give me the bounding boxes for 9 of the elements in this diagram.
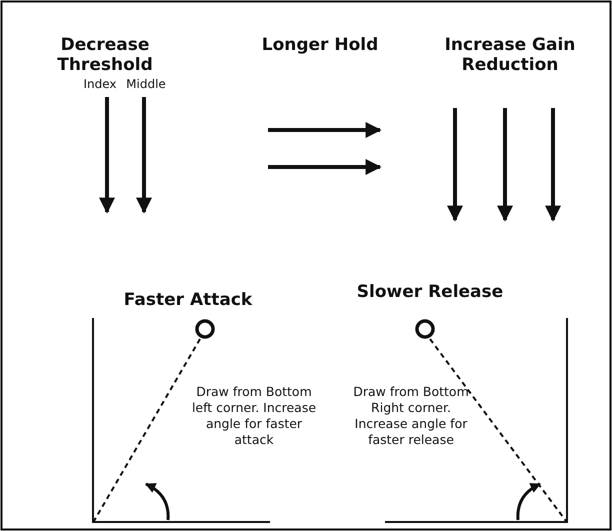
heading: Faster Attack: [122, 290, 254, 310]
instruction-text: Draw from Bottom Right corner. Increase angle for faster release: [352, 384, 470, 448]
instruction-text: Draw from Bottom left corner. Increase angle for faster attack: [190, 384, 318, 448]
finger-label: Index: [82, 77, 118, 91]
heading: Decrease Threshold: [56, 35, 154, 75]
heading: Longer Hold: [260, 35, 380, 55]
heading: Increase Gain Reduction: [444, 35, 576, 75]
finger-label: Middle: [125, 77, 167, 91]
heading: Slower Release: [356, 282, 504, 302]
